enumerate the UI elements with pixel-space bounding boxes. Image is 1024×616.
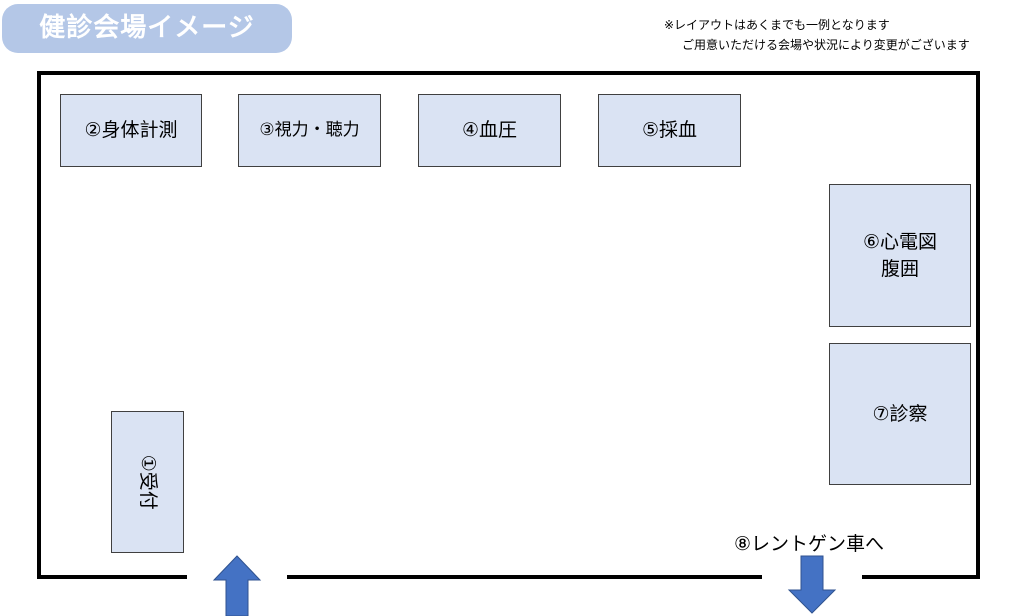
booth-ecg-waist: ⑥心電図腹囲 (829, 184, 971, 327)
booth-blood-pressure: ④血圧 (418, 94, 561, 167)
booth-label: ①受付 (136, 454, 159, 510)
exit-label: ⑧レントゲン車へ (734, 533, 885, 555)
booth-label: ⑤採血 (641, 119, 698, 142)
booth-label: ③視力・聴力 (259, 119, 360, 140)
wall-bottom-middle (287, 575, 762, 579)
booth-blood-draw: ⑤採血 (598, 94, 741, 167)
wall-left (37, 71, 41, 579)
booth-reception: ①受付 (111, 411, 184, 553)
booth-body-measurement: ②身体計測 (60, 94, 202, 167)
page-title: 健診会場イメージ (2, 4, 292, 53)
booth-consultation: ⑦診察 (829, 343, 971, 485)
booth-label: ⑦診察 (872, 402, 928, 425)
wall-right (976, 71, 980, 579)
booth-label: ②身体計測 (84, 119, 178, 142)
booth-label: ⑥心電図 (862, 230, 938, 253)
booth-vision-hearing: ③視力・聴力 (238, 94, 381, 167)
booth-label: ④血圧 (461, 119, 518, 142)
wall-bottom-left (37, 575, 187, 579)
entrance-arrow-up-icon (212, 555, 262, 616)
exit-arrow-down-icon (787, 555, 837, 614)
layout-note-1: ※レイアウトはあくまでも一例となります (664, 18, 890, 32)
wall-bottom-right (862, 575, 980, 579)
layout-note-2: ご用意いただける会場や状況により変更がございます (682, 38, 970, 52)
booth-label: 腹囲 (880, 257, 919, 280)
wall-top (37, 71, 980, 75)
